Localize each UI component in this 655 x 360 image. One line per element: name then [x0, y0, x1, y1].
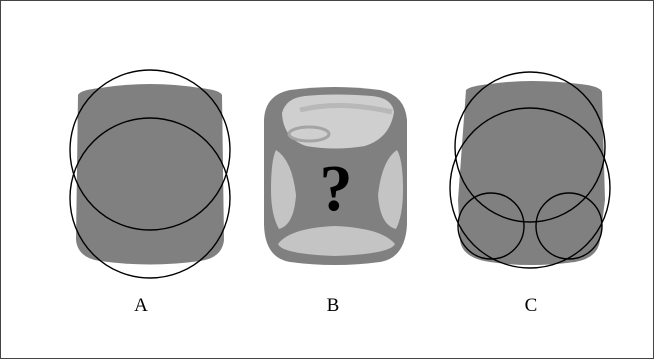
panel-c [449, 71, 611, 269]
panel-c-label: C [524, 295, 538, 316]
panel-a-lower-circle [69, 117, 231, 279]
panel-b-right-face [378, 150, 403, 229]
panel-c-small-left-circle [457, 192, 525, 260]
panel-b: ? [264, 87, 407, 265]
panel-b-bottom-face [278, 226, 395, 256]
panel-c-gray-shape [458, 81, 605, 265]
panel-a [69, 69, 231, 279]
panel-c-bottom-circle [449, 107, 611, 269]
panel-b-top-band [299, 103, 393, 115]
panel-a-label: A [134, 295, 148, 316]
panel-a-gray-shape [76, 84, 224, 265]
panel-b-label: B [326, 295, 340, 316]
panel-b-left-face [271, 150, 296, 229]
panel-c-small-right-circle [535, 192, 603, 260]
panel-b-question-mark: ? [320, 152, 353, 225]
panel-c-top-circle [454, 71, 606, 223]
panel-b-ring-highlight [287, 125, 331, 143]
panel-a-upper-circle [69, 69, 231, 231]
